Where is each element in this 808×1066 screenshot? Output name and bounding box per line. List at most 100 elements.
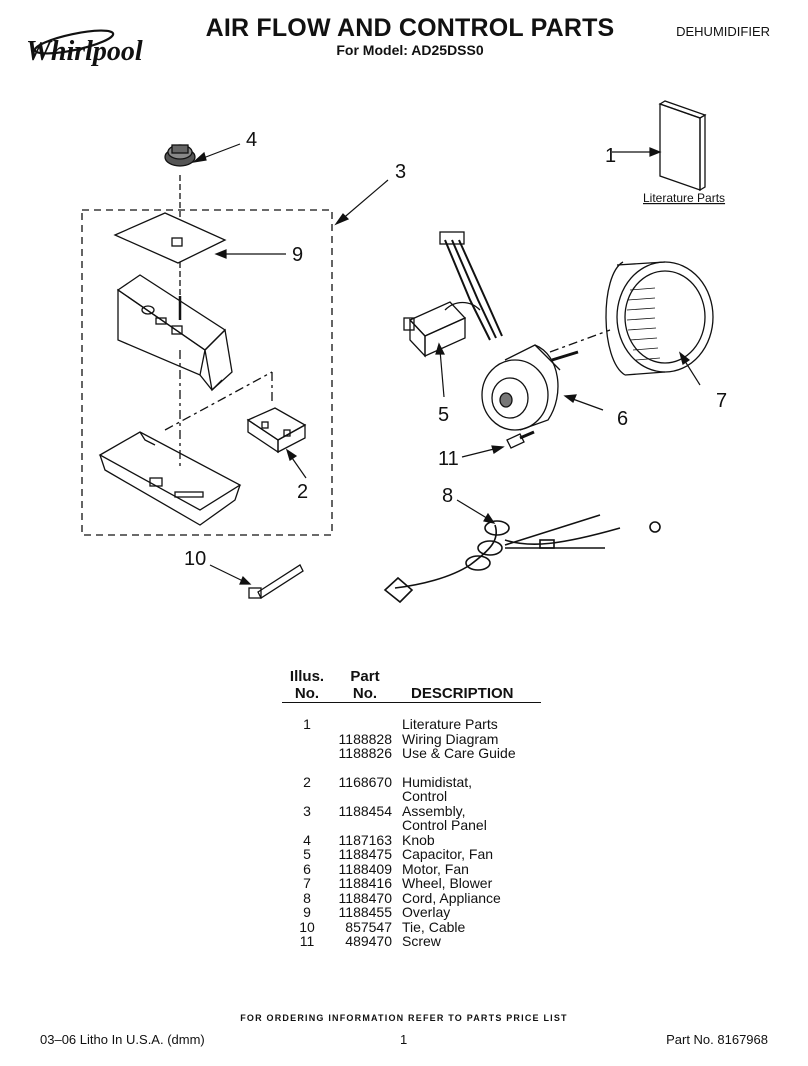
cable-tie-part xyxy=(248,564,304,599)
litho-info: 03–06 Litho In U.S.A. (dmm) xyxy=(40,1032,205,1047)
illus-no-cell: 9 xyxy=(303,904,311,920)
description-cell: Knob xyxy=(402,831,435,848)
table-row: 2 1168670 Humidistat, xyxy=(282,773,541,790)
callout-4: 4 xyxy=(246,129,257,151)
parts-list-table: Illus. No. Part No. DESCRIPTION 1 Literat… xyxy=(282,668,541,949)
illus-no-cell: 1 xyxy=(303,716,311,732)
callout-7: 7 xyxy=(716,390,727,412)
callout-5: 5 xyxy=(438,404,449,426)
description-cell: Screw xyxy=(402,933,441,949)
illus-no-cell: 5 xyxy=(303,846,311,862)
illus-no-cell xyxy=(282,818,332,833)
table-row: 10 857547 Tie, Cable xyxy=(282,918,541,935)
callout-3: 3 xyxy=(395,161,406,183)
part-no-header: Part No. xyxy=(332,668,398,703)
description-cell: Control Panel xyxy=(402,817,487,833)
description-cell: Tie, Cable xyxy=(402,918,466,935)
table-row: 1 Literature Parts xyxy=(282,717,541,732)
callout-10: 10 xyxy=(184,548,206,570)
overlay-part xyxy=(113,212,227,264)
illus-no-cell xyxy=(282,732,332,747)
table-header-row: Illus. No. Part No. DESCRIPTION xyxy=(282,668,541,703)
table-row: 8 1188470 Cord, Appliance xyxy=(282,889,541,906)
callout-8: 8 xyxy=(442,485,453,507)
part-no-cell: 857547 xyxy=(345,918,392,935)
description-cell: Literature Parts xyxy=(402,716,498,732)
page-title: AIR FLOW AND CONTROL PARTS xyxy=(205,14,615,42)
screw-part xyxy=(506,430,535,449)
part-no-cell xyxy=(332,717,398,732)
illus-no-cell: 2 xyxy=(303,773,311,790)
description-cell: Assembly, xyxy=(402,802,466,819)
literature-book-part xyxy=(658,100,707,192)
table-row: 4 1187163 Knob xyxy=(282,831,541,848)
illus-no-cell: 11 xyxy=(299,933,315,949)
callout-6: 6 xyxy=(617,408,628,430)
part-no-cell: 1168670 xyxy=(338,773,392,790)
description-cell: Use & Care Guide xyxy=(402,745,516,761)
knob-part xyxy=(164,144,196,167)
svg-text:Whirlpool: Whirlpool xyxy=(26,36,143,67)
table-row: 1188826 Use & Care Guide xyxy=(282,746,541,761)
power-cord-part xyxy=(383,514,661,604)
illus-no-cell: 4 xyxy=(303,831,311,848)
table-row: 9 1188455 Overlay xyxy=(282,905,541,920)
part-no-cell: 1188470 xyxy=(338,889,392,906)
control-panel-part xyxy=(116,274,233,392)
illus-no-cell xyxy=(282,746,332,761)
part-no-cell: 1188828 xyxy=(338,730,392,747)
description-cell: Overlay xyxy=(402,904,451,920)
description-cell: Motor, Fan xyxy=(402,860,469,877)
part-no-cell: 1188475 xyxy=(338,846,392,862)
control-tray-part xyxy=(98,431,242,526)
table-row: 3 1188454 Assembly, xyxy=(282,802,541,819)
whirlpool-logo: Whirlpool xyxy=(26,29,143,67)
part-no-cell xyxy=(332,789,398,804)
table-row: Control Panel xyxy=(282,818,541,833)
table-row: 6 1188409 Motor, Fan xyxy=(282,860,541,877)
humidistat-part xyxy=(246,407,307,454)
part-no-cell: 489470 xyxy=(345,933,392,949)
fan-motor-part xyxy=(481,329,611,431)
callout-2: 2 xyxy=(297,481,308,503)
description-header: DESCRIPTION xyxy=(398,668,541,703)
description-cell: Humidistat, xyxy=(402,773,473,790)
part-no-cell xyxy=(332,818,398,833)
table-row: 5 1188475 Capacitor, Fan xyxy=(282,847,541,862)
part-no-cell: 1188416 xyxy=(338,875,392,891)
part-no-cell: 1187163 xyxy=(338,831,392,848)
illus-no-cell: 10 xyxy=(299,918,315,935)
description-cell: Capacitor, Fan xyxy=(402,846,494,862)
illus-no-cell: 3 xyxy=(303,802,311,819)
category-label: DEHUMIDIFIER xyxy=(676,24,770,39)
description-cell: Wiring Diagram xyxy=(402,730,499,747)
callout-9: 9 xyxy=(292,244,303,266)
table-row: 1188828 Wiring Diagram xyxy=(282,730,541,747)
ordering-note: FOR ORDERING INFORMATION REFER TO PARTS … xyxy=(240,1013,568,1023)
control-panel-assembly-box xyxy=(81,209,333,536)
page-number: 1 xyxy=(400,1032,408,1047)
model-subtitle: For Model: AD25DSS0 xyxy=(336,42,484,58)
callout-11: 11 xyxy=(438,448,459,470)
part-no-cell: 1188409 xyxy=(338,860,392,877)
part-no-cell: 1188454 xyxy=(338,802,392,819)
part-no-cell: 1188455 xyxy=(338,904,392,920)
description-cell: Cord, Appliance xyxy=(402,889,501,906)
callout-1: 1 xyxy=(605,145,616,167)
table-row: 7 1188416 Wheel, Blower xyxy=(282,876,541,891)
table-row: Control xyxy=(282,789,541,804)
illus-no-cell xyxy=(282,789,332,804)
description-cell: Wheel, Blower xyxy=(402,875,493,891)
document-part-number: Part No. 8167968 xyxy=(666,1032,768,1047)
literature-parts-label: Literature Parts xyxy=(643,191,725,205)
table-row: 11 489470 Screw xyxy=(282,934,541,949)
illus-no-cell: 8 xyxy=(303,889,311,906)
part-no-cell: 1188826 xyxy=(338,745,392,761)
illus-no-header: Illus. No. xyxy=(282,668,332,703)
blower-wheel-part xyxy=(605,261,714,376)
capacitor-part xyxy=(403,301,467,358)
illus-no-cell: 7 xyxy=(303,875,311,891)
illus-no-cell: 6 xyxy=(303,860,311,877)
description-cell: Control xyxy=(402,788,448,804)
